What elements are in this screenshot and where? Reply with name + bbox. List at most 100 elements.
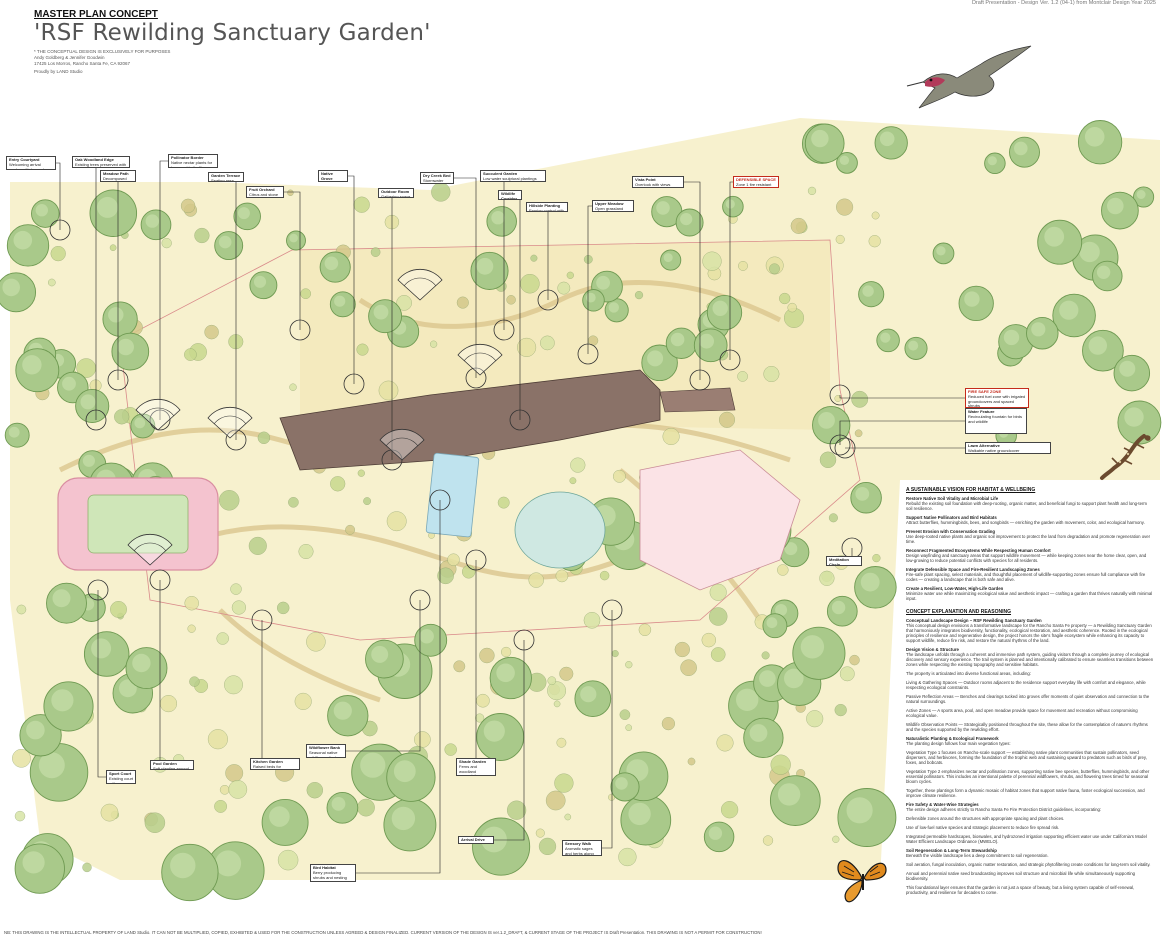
shrub: [583, 612, 601, 629]
shrub: [159, 695, 177, 713]
callout-title: Lawn Alternative: [968, 443, 1000, 448]
shrub: [479, 647, 495, 664]
draft-note: Draft Presentation - Design Ver. 1.2 (04…: [971, 0, 1156, 6]
callout-marker: [409, 589, 431, 611]
viewpoint-fan: [135, 398, 181, 431]
callout-title: Kitchen Garden: [253, 759, 283, 764]
tree-canopy: [43, 681, 94, 732]
tree-canopy: [1113, 354, 1151, 392]
tree-canopy: [826, 595, 858, 627]
concept-paragraph: Passive Reflection Areas — Benches and c…: [906, 694, 1154, 704]
tree-canopy: [89, 189, 138, 237]
tree-canopy: [476, 713, 525, 761]
shrub: [475, 713, 485, 723]
tree-canopy: [812, 405, 851, 445]
shrub: [100, 803, 119, 822]
shrub: [687, 757, 696, 766]
shrub: [787, 302, 797, 313]
callout-marker: [289, 319, 311, 341]
goal-title: Prevent Erosion with Conservation Gradin…: [906, 529, 996, 534]
tree-canopy: [386, 752, 436, 802]
tree-canopy: [470, 251, 509, 290]
shrub: [545, 790, 566, 811]
tree-canopy: [83, 631, 130, 677]
callout-title: Upper Meadow: [595, 201, 624, 206]
tree-canopy: [651, 196, 683, 228]
callout-label: Meditation CircleQuiet seating beneath m…: [826, 556, 862, 566]
shrub: [528, 572, 544, 588]
callout-marker: [149, 409, 171, 431]
shrub: [547, 681, 566, 701]
callout-body: Permeable paving with planted edges: [461, 842, 486, 843]
shrub: [453, 660, 466, 673]
shrub: [353, 196, 370, 213]
concept-text-panel: A SUSTAINABLE VISION FOR HABITAT & WELLB…: [906, 488, 1154, 899]
tree-canopy: [1101, 191, 1139, 230]
shrub: [82, 862, 92, 873]
shrub: [769, 263, 780, 275]
paragraph-body: This conceptual design envisions a trans…: [906, 623, 1152, 643]
tree-canopy: [327, 695, 369, 737]
shrub: [613, 469, 626, 483]
tree-canopy: [19, 714, 62, 757]
goal-title: Support Native Pollinators and Bird Habi…: [906, 515, 997, 520]
callout-label: Native GroveDrought tolerant canopy tree…: [318, 170, 348, 182]
shrub: [300, 288, 312, 300]
footer-disclaimer: NB: THIS DRAWING IS THE INTELLECTUAL PRO…: [4, 930, 762, 935]
tree-canopy: [365, 639, 404, 679]
paragraph-body: Use of low-fuel native species and strat…: [906, 825, 1060, 830]
shrub: [557, 281, 571, 295]
shrub: [289, 383, 297, 391]
shrub: [638, 623, 652, 636]
shrub: [225, 764, 244, 782]
tree-canopy: [15, 348, 60, 393]
tree-canopy: [743, 717, 784, 759]
concept-paragraph: Soil Regeneration & Long-Term Stewardshi…: [906, 848, 1154, 858]
shrub: [555, 569, 569, 583]
shrub: [556, 737, 567, 748]
butterfly-icon: [837, 860, 887, 903]
concept-paragraph: Integrated permeable hardscapes, bioswal…: [906, 834, 1154, 844]
concept-paragraph: Vegetation Type 2 emphasizes nectar and …: [906, 769, 1154, 784]
shrub: [806, 710, 824, 728]
callout-title: Hillside Planting: [529, 203, 561, 208]
paragraph-body: Defensible zones around the structures w…: [906, 816, 1065, 821]
callout-body: Gathering space with shade structure: [381, 193, 411, 198]
tree-canopy: [31, 199, 60, 228]
shrub: [517, 337, 537, 357]
tree-canopy: [1026, 316, 1059, 350]
callout-leader: [356, 500, 441, 874]
concept-paragraph: Soil aeration, fungal inoculation, organ…: [906, 862, 1154, 867]
paragraph-body: The entire design adheres strictly to Ra…: [906, 807, 1102, 812]
tree-canopy: [675, 208, 704, 237]
shrub: [674, 641, 690, 658]
shrub: [214, 800, 228, 813]
paragraph-title: Fire Safety & Water-Wise Strategies: [906, 802, 979, 807]
shrub: [709, 607, 728, 626]
tree-canopy: [414, 623, 448, 657]
callout-leader: [346, 600, 421, 752]
tree-canopy: [610, 772, 640, 802]
callout-body: Zone 1 fire resistant plantings and hard…: [736, 181, 772, 187]
concept-paragraph: Conceptual Landscape Design – RSF Rewild…: [906, 618, 1154, 643]
shrub: [553, 700, 561, 708]
shrub: [738, 260, 748, 271]
callout-title: Succulent Garden: [483, 171, 518, 176]
shrub: [819, 451, 837, 468]
paragraph-body: Passive Reflection Areas — Benches and c…: [906, 694, 1150, 704]
paragraph-body: Integrated permeable hardscapes, bioswal…: [906, 834, 1147, 844]
callout-title: Oak Woodland Edge: [75, 157, 114, 162]
shrub: [298, 544, 314, 560]
shrub: [599, 570, 610, 581]
tree-canopy: [998, 324, 1034, 360]
tree-canopy: [769, 775, 821, 826]
shrub: [330, 476, 346, 492]
tree-canopy: [111, 332, 150, 371]
shrub: [719, 411, 736, 428]
shrub: [414, 731, 431, 748]
callout-marker: [85, 409, 107, 431]
